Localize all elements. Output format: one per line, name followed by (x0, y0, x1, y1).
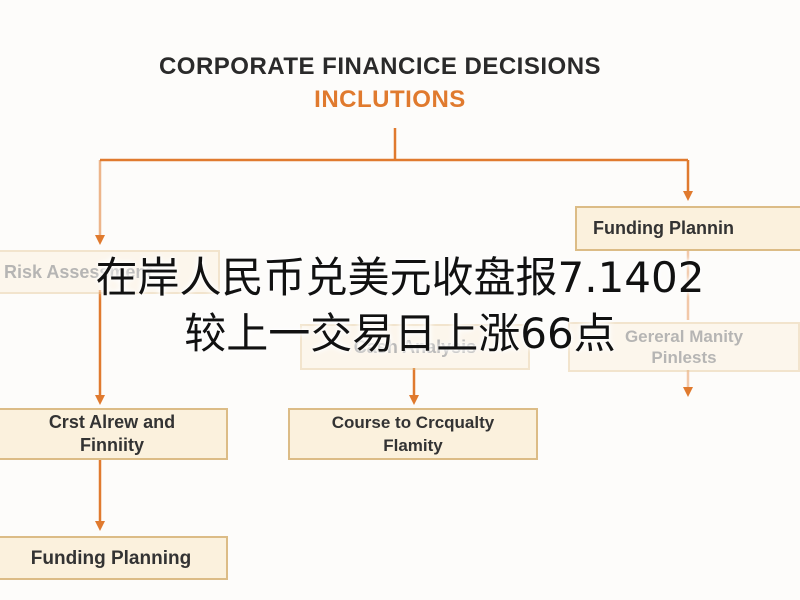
node-label: Funding Planning (30, 547, 192, 569)
node-label-line2: Pinlests (651, 348, 717, 367)
node-label: Risk Assessment (4, 261, 153, 282)
node-label-line2: Finniity (80, 435, 144, 455)
node-label-line2: Flamity (383, 436, 443, 455)
diagram-subtitle: INCLUTIONS (314, 86, 466, 113)
node-course-to-crcqualty: Course to Crcqualty Flamity (288, 408, 538, 460)
node-label-line1: Gereral Manity (624, 327, 744, 346)
diagram-title: CORPORATE FINANCICE DECISIONS (158, 53, 602, 80)
caption-line-2: 较上一交易日上涨66点 (184, 309, 616, 358)
node-funding-planning-top: Funding Plannin (575, 206, 800, 251)
node-funding-planning-bottom: Funding Planning (0, 536, 228, 580)
news-caption-overlay: 在岸人民币兑美元收盘报7.1402 较上一交易日上涨66点 (0, 250, 800, 362)
node-label-line1: Course to Crcqualty (331, 413, 495, 432)
caption-line-1: 在岸人民币兑美元收盘报7.1402 (95, 253, 705, 302)
node-general-manity: Gereral Manity Pinlests (568, 322, 800, 372)
node-label: Funding Plannin (593, 218, 734, 238)
node-cash-analysis: Cash Analysis (300, 324, 530, 370)
node-risk-assessment: Risk Assessment (0, 250, 220, 294)
node-crst-alrew: Crst Alrew and Finniity (0, 408, 228, 460)
node-label: Cash Analysis (353, 336, 477, 357)
node-label-line1: Crst Alrew and (48, 412, 176, 432)
